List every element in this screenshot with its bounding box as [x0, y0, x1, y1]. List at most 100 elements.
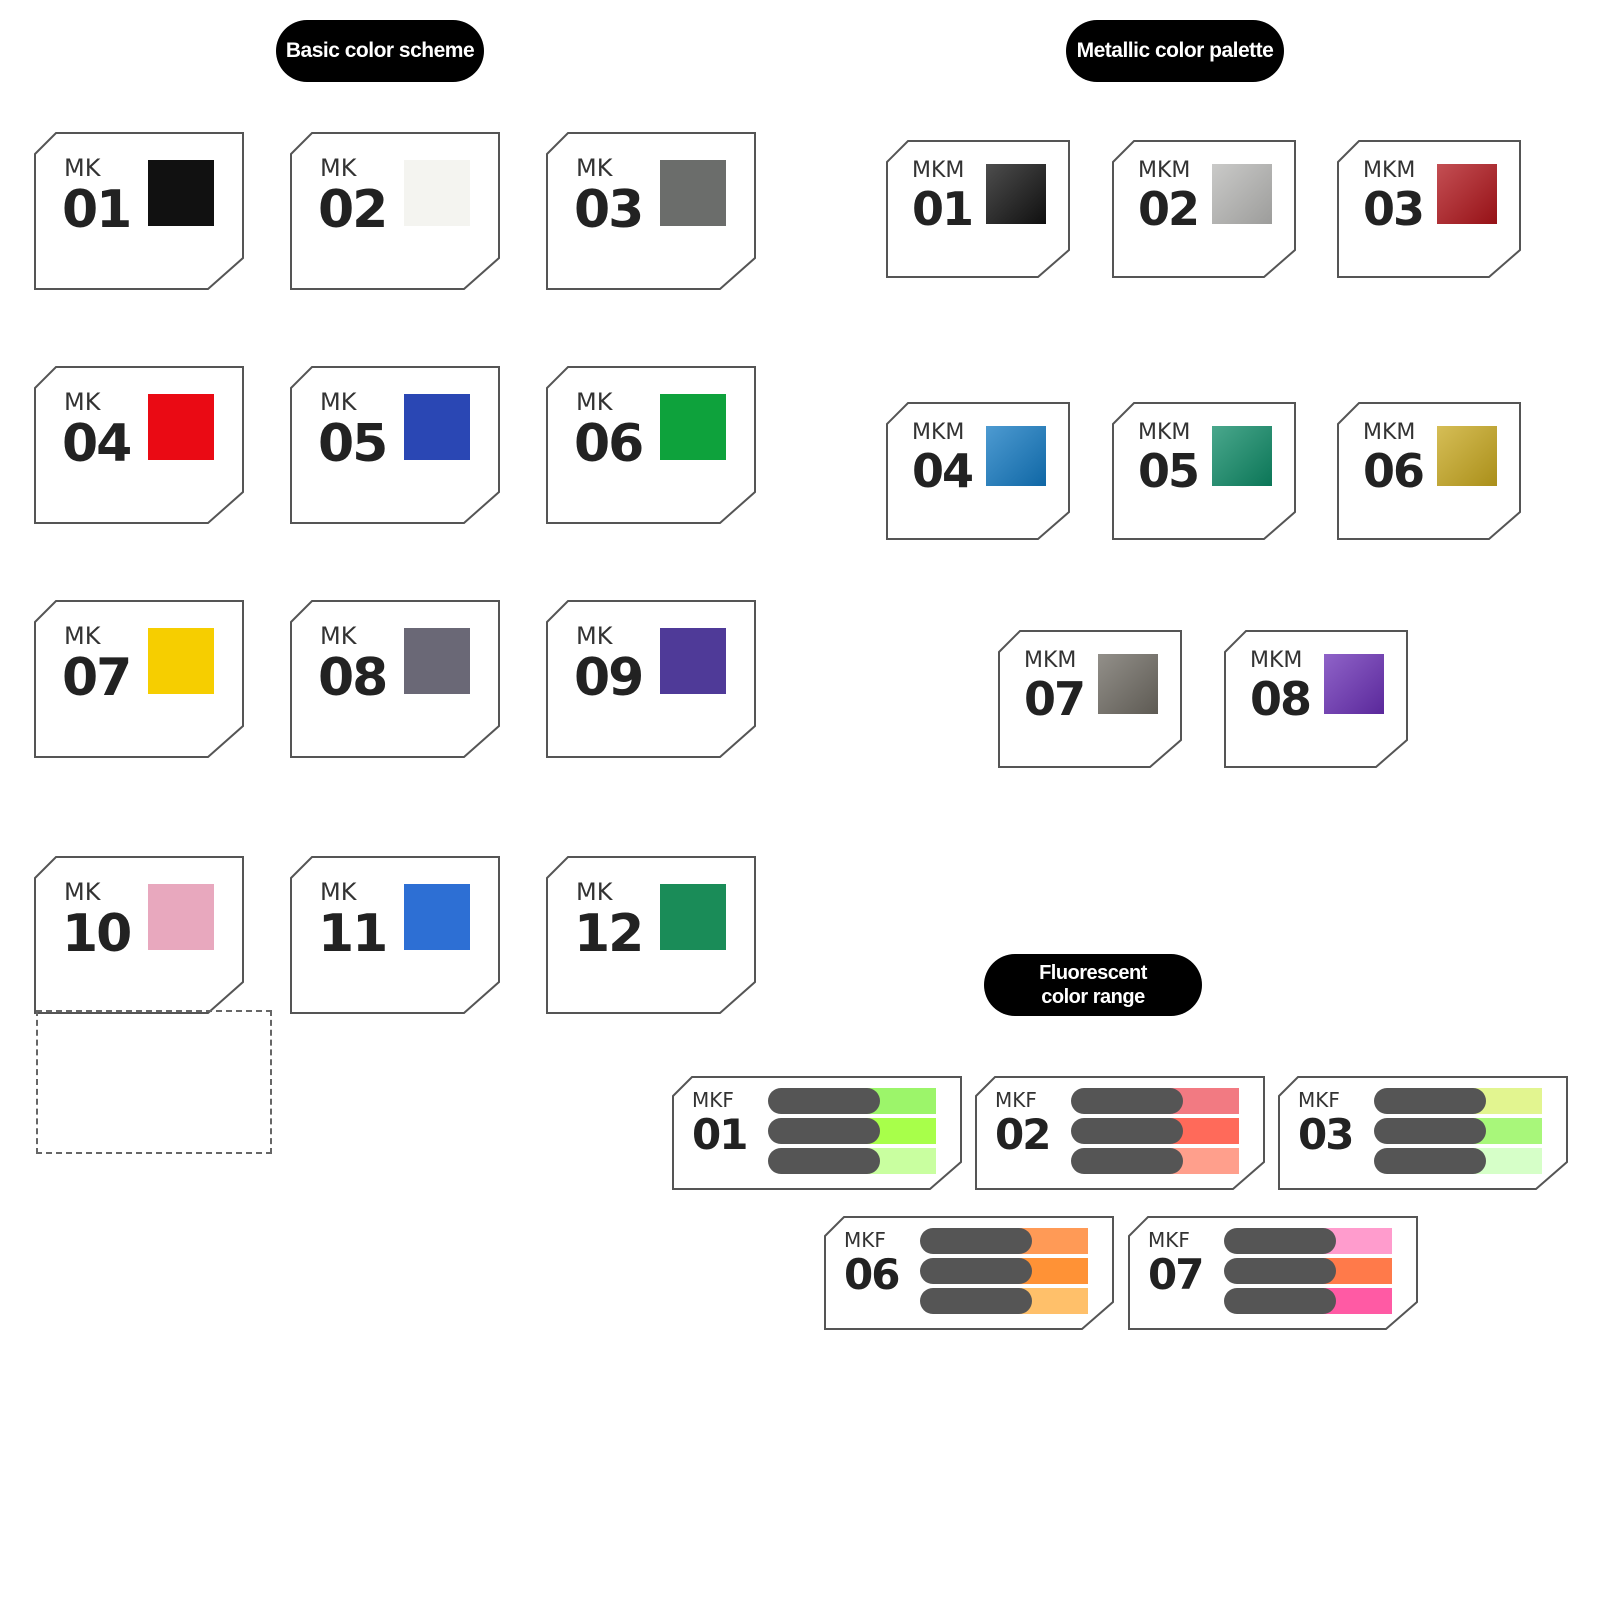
- color-swatch: [404, 884, 470, 950]
- metallic-color-swatch: [1212, 164, 1272, 224]
- color-code-number: 06: [574, 414, 644, 474]
- metallic-section-header: Metallic color palette: [1066, 20, 1284, 82]
- color-code-number: 12: [574, 904, 644, 964]
- basic-section-header: Basic color scheme: [276, 20, 484, 82]
- color-code-number: 05: [318, 414, 388, 474]
- color-code-number: 07: [1148, 1250, 1204, 1299]
- empty-placeholder-box: [36, 1010, 272, 1154]
- color-code-prefix: MK: [64, 622, 101, 650]
- color-swatch: [404, 628, 470, 694]
- color-code-number: 06: [1363, 444, 1425, 498]
- color-swatch: [404, 394, 470, 460]
- color-code-prefix: MK: [64, 154, 101, 182]
- metallic-color-swatch: [1437, 426, 1497, 486]
- color-code-number: 01: [912, 182, 974, 236]
- metallic-color-swatch: [1324, 654, 1384, 714]
- color-code-prefix: MK: [576, 622, 613, 650]
- color-code-number: 08: [318, 648, 388, 708]
- color-code-number: 04: [912, 444, 974, 498]
- color-code-prefix: MKM: [912, 158, 965, 183]
- marker-cap: [1071, 1148, 1183, 1174]
- marker-cap: [920, 1258, 1032, 1284]
- marker-cap: [1071, 1118, 1183, 1144]
- marker-cap: [1374, 1088, 1486, 1114]
- color-code-number: 04: [62, 414, 132, 474]
- metallic-color-swatch: [986, 426, 1046, 486]
- color-swatch: [148, 628, 214, 694]
- marker-cap: [1224, 1288, 1336, 1314]
- color-code-number: 07: [1024, 672, 1086, 726]
- color-code-number: 03: [1363, 182, 1425, 236]
- color-code-prefix: MKM: [1024, 648, 1077, 673]
- color-swatch: [660, 628, 726, 694]
- color-code-prefix: MK: [576, 154, 613, 182]
- color-code-number: 08: [1250, 672, 1312, 726]
- marker-cap: [1224, 1258, 1336, 1284]
- color-code-number: 09: [574, 648, 644, 708]
- color-code-prefix: MK: [320, 388, 357, 416]
- color-code-prefix: MK: [320, 878, 357, 906]
- color-code-prefix: MKM: [1363, 420, 1416, 445]
- color-code-number: 06: [844, 1250, 900, 1299]
- metallic-color-swatch: [986, 164, 1046, 224]
- color-code-prefix: MKF: [1148, 1228, 1190, 1252]
- marker-cap: [1374, 1148, 1486, 1174]
- marker-cap: [768, 1088, 880, 1114]
- color-code-number: 10: [62, 904, 132, 964]
- color-swatch: [148, 394, 214, 460]
- color-code-number: 02: [1138, 182, 1200, 236]
- marker-cap: [1224, 1228, 1336, 1254]
- metallic-color-swatch: [1437, 164, 1497, 224]
- color-code-number: 05: [1138, 444, 1200, 498]
- marker-cap: [768, 1148, 880, 1174]
- color-code-prefix: MKM: [912, 420, 965, 445]
- color-swatch: [148, 160, 214, 226]
- color-code-prefix: MK: [320, 622, 357, 650]
- color-code-prefix: MKF: [1298, 1088, 1340, 1112]
- color-swatch: [660, 884, 726, 950]
- color-code-prefix: MKF: [844, 1228, 886, 1252]
- fluorescent-header-line2: color range: [1041, 986, 1145, 1008]
- color-code-prefix: MK: [320, 154, 357, 182]
- color-code-prefix: MKM: [1363, 158, 1416, 183]
- color-code-number: 03: [1298, 1110, 1354, 1159]
- color-code-prefix: MKM: [1138, 420, 1191, 445]
- marker-cap: [768, 1118, 880, 1144]
- color-code-prefix: MK: [576, 388, 613, 416]
- metallic-color-swatch: [1212, 426, 1272, 486]
- color-code-number: 01: [62, 180, 132, 240]
- fluorescent-section-header: Fluorescent color range: [984, 954, 1202, 1016]
- color-code-number: 07: [62, 648, 132, 708]
- color-code-number: 01: [692, 1110, 748, 1159]
- marker-cap: [920, 1288, 1032, 1314]
- color-code-prefix: MK: [64, 878, 101, 906]
- color-code-number: 02: [318, 180, 388, 240]
- color-code-number: 02: [995, 1110, 1051, 1159]
- color-swatch: [660, 394, 726, 460]
- marker-cap: [1071, 1088, 1183, 1114]
- marker-cap: [920, 1228, 1032, 1254]
- marker-cap: [1374, 1118, 1486, 1144]
